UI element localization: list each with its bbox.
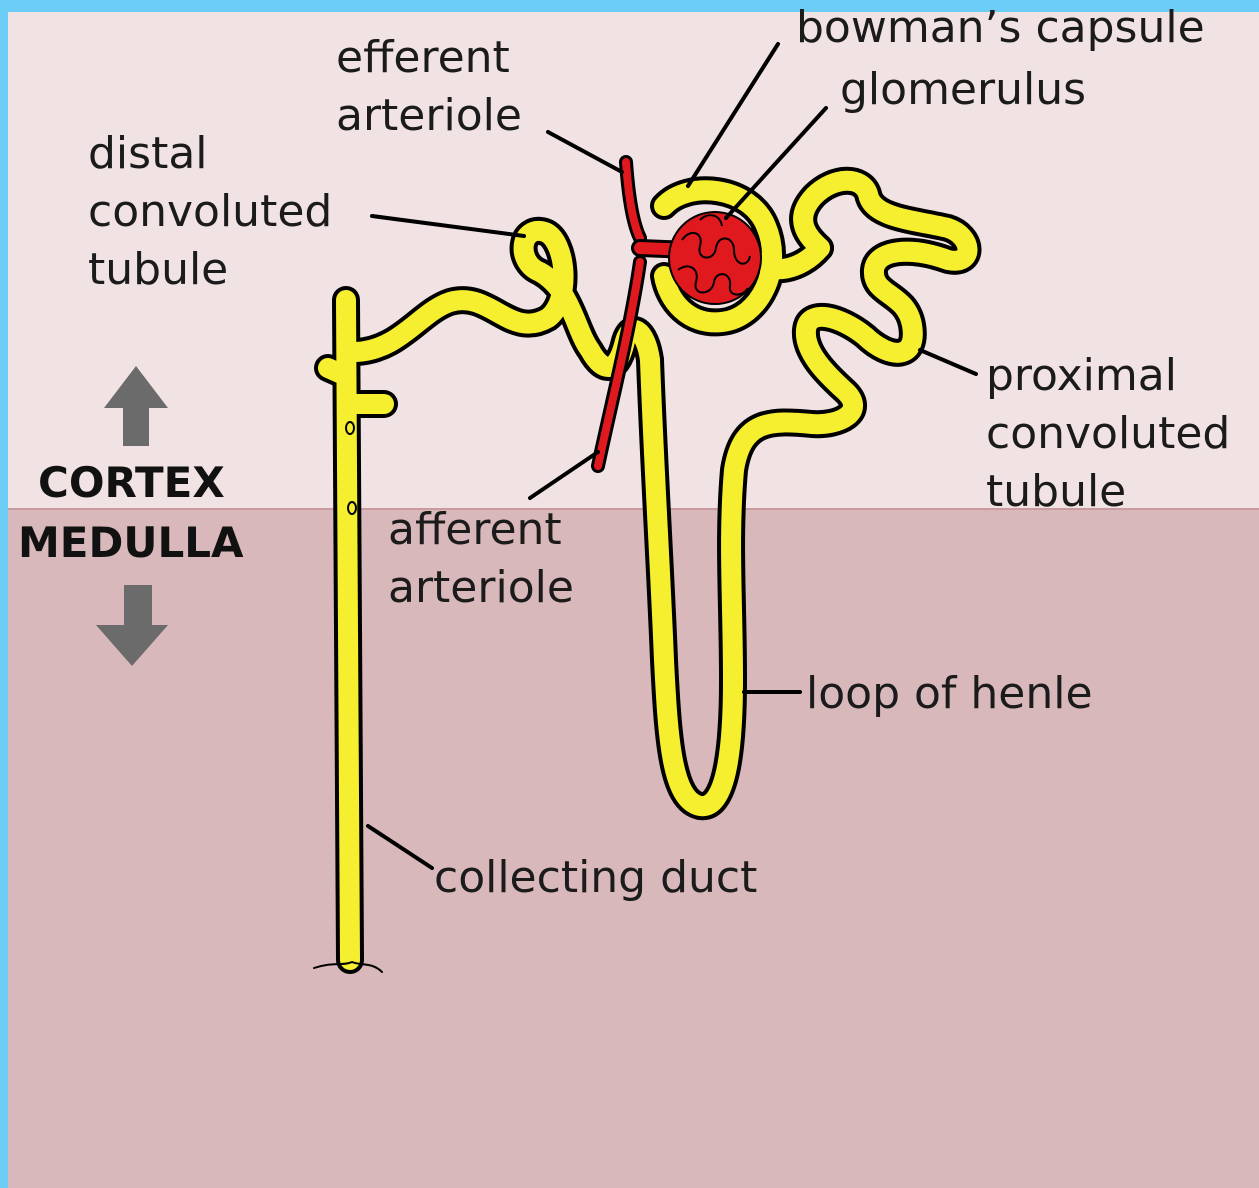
afferent-arteriole-label-line2: arteriole bbox=[388, 562, 574, 613]
distal-convoluted-tubule-label-line1: distal bbox=[88, 128, 208, 179]
efferent-arteriole-label-line2: arteriole bbox=[336, 90, 522, 141]
bowmans-capsule-label: bowman’s capsule bbox=[796, 2, 1205, 53]
medulla-label: MEDULLA bbox=[18, 518, 244, 567]
proximal-convoluted-tubule-label-line3: tubule bbox=[986, 466, 1126, 517]
collecting-duct-label: collecting duct bbox=[434, 852, 757, 903]
proximal-convoluted-tubule-label-line2: convoluted bbox=[986, 408, 1230, 459]
efferent-arteriole-label-line1: efferent bbox=[336, 32, 510, 83]
medulla-region bbox=[8, 509, 1259, 1188]
distal-convoluted-tubule-label-line3: tubule bbox=[88, 244, 228, 295]
distal-convoluted-tubule-label-line2: convoluted bbox=[88, 186, 332, 237]
glomerulus bbox=[669, 212, 761, 304]
glomerulus-label: glomerulus bbox=[840, 64, 1086, 115]
cortex-label: CORTEX bbox=[38, 458, 225, 507]
proximal-convoluted-tubule-label-line1: proximal bbox=[986, 350, 1177, 401]
loop-of-henle-label: loop of henle bbox=[806, 668, 1093, 719]
afferent-arteriole-label-line1: afferent bbox=[388, 504, 562, 555]
